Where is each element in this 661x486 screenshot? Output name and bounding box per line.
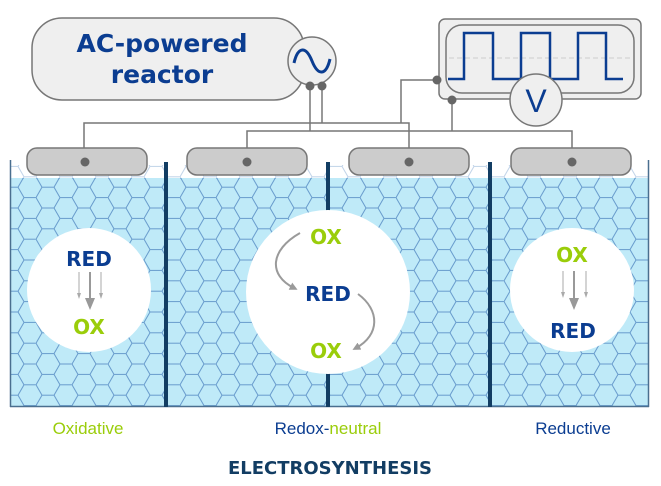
electrodes bbox=[26, 147, 632, 176]
curved-arrow-icon bbox=[275, 232, 301, 290]
label-reductive: Reductive bbox=[535, 419, 611, 438]
cell-divider bbox=[164, 162, 168, 407]
label-neutral-part: neutral bbox=[329, 419, 381, 438]
species-ox: OX bbox=[556, 243, 588, 267]
species-ox: OX bbox=[73, 315, 105, 339]
terminal-dot bbox=[432, 75, 442, 85]
species-ox: OX bbox=[310, 225, 342, 249]
wiring bbox=[83, 79, 573, 158]
reactor-title-line1: AC-powered bbox=[77, 29, 248, 58]
species-red: RED bbox=[305, 282, 351, 306]
electrode-contact bbox=[404, 157, 414, 167]
species-red: RED bbox=[550, 319, 596, 343]
species-red: RED bbox=[66, 247, 112, 271]
electrode-contact bbox=[242, 157, 252, 167]
cell-redox-neutral: OX RED OX bbox=[246, 210, 410, 374]
reaction-bubble bbox=[510, 228, 634, 352]
ac-sine-icon bbox=[292, 48, 332, 74]
square-wave-icon bbox=[448, 31, 623, 81]
species-ox: OX bbox=[310, 339, 342, 363]
electrode-contact bbox=[567, 157, 577, 167]
label-redox-part: Redox- bbox=[275, 419, 330, 438]
terminal-dot bbox=[317, 81, 327, 91]
curved-arrow-icon bbox=[352, 293, 376, 350]
cell-reductive: OX RED bbox=[510, 228, 634, 352]
terminal-dot bbox=[305, 81, 315, 91]
voltmeter bbox=[509, 73, 563, 127]
label-redox-neutral: Redox-neutral bbox=[275, 419, 382, 438]
ac-reactor: AC-powered reactor bbox=[31, 17, 337, 101]
diagram-title: ELECTROSYNTHESIS bbox=[228, 458, 432, 479]
reaction-bubble bbox=[246, 210, 410, 374]
label-oxidative: Oxidative bbox=[53, 419, 124, 438]
terminal-dot bbox=[447, 95, 457, 105]
reactor-title-line2: reactor bbox=[111, 60, 214, 89]
waveform-monitor: V bbox=[432, 18, 642, 127]
cell-oxidative: RED OX bbox=[27, 228, 151, 352]
cell-divider bbox=[488, 162, 492, 407]
electrode-contact bbox=[80, 157, 90, 167]
voltmeter-label: V bbox=[525, 83, 547, 119]
